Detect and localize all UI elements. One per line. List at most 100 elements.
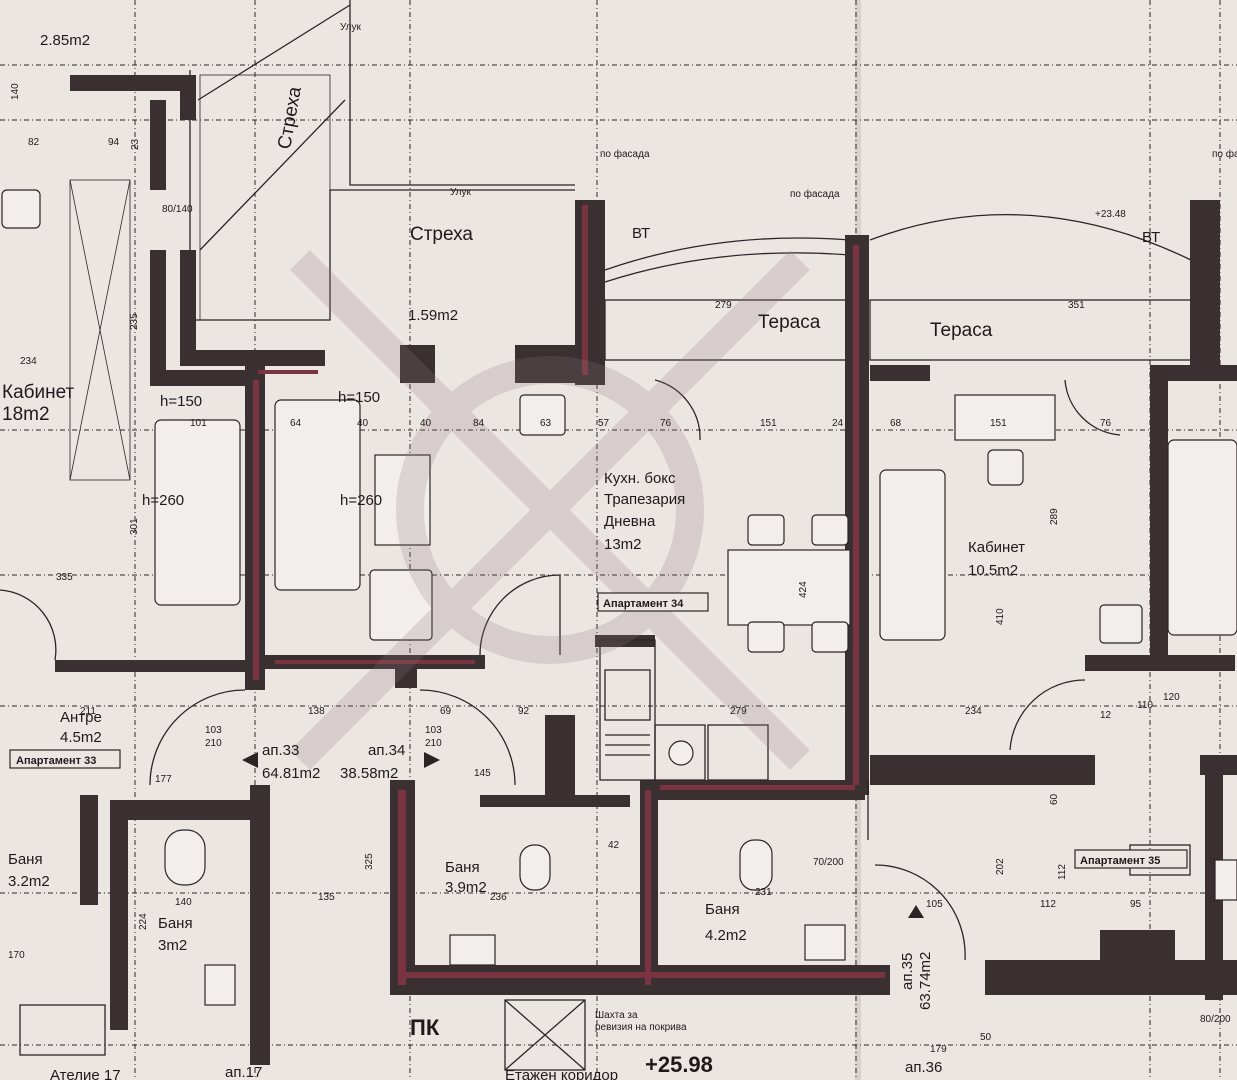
dim-text: 138	[308, 706, 325, 717]
dim-text: 210	[205, 738, 222, 749]
gutter-1: Улук	[340, 22, 362, 33]
arrow-up-icon	[908, 905, 924, 918]
dim-text: 42	[608, 840, 620, 851]
ap33-label: ап.33	[262, 742, 299, 759]
dim-text: 151	[760, 418, 777, 429]
kitchen-label-2: Трапезария	[604, 491, 685, 508]
chair	[811, 514, 849, 546]
to-facade-2: по фасада	[790, 188, 840, 200]
dim-text: 24	[832, 418, 844, 429]
bathroom-c-label: Баня	[445, 859, 480, 876]
shaft-note-1: Шахта за	[595, 1010, 638, 1021]
chair	[747, 621, 785, 653]
tag-ap33-text: Апартамент 33	[16, 755, 96, 767]
ap35-label: ап.35	[899, 953, 916, 990]
kabinet-left-area: 18m2	[2, 404, 50, 425]
ap36-label: ап.36	[905, 1059, 942, 1076]
kabinet-right-label: Кабинет	[968, 539, 1025, 556]
desk-chair	[519, 394, 566, 436]
dim-text: 92	[518, 706, 530, 717]
sofa-far-right	[1167, 439, 1237, 636]
ap35-area: 63.74m2	[917, 952, 934, 1010]
dim-text: 12	[1100, 710, 1112, 721]
dim-text: 84	[473, 418, 485, 429]
dim-text: 103	[425, 725, 442, 736]
h260-b: h=260	[340, 492, 382, 509]
dim-text: 112	[1040, 899, 1056, 910]
bt-left: ВТ	[632, 225, 650, 242]
dim-text: 110	[1137, 700, 1153, 711]
bathroom-a-label: Баня	[8, 851, 43, 868]
tag-ap35-text: Апартамент 35	[1080, 855, 1160, 867]
to-facade-3: по фасада	[1212, 148, 1237, 160]
dim-text: 351	[1068, 300, 1085, 311]
kitchen-label-1: Кухн. бокс	[604, 470, 676, 487]
dim-text: 140	[175, 897, 192, 908]
terrace-label-2: Тераса	[930, 320, 993, 341]
dim-text: 140	[10, 83, 21, 100]
desk	[954, 394, 1056, 441]
dim-text: 23	[130, 138, 141, 150]
ap34-area: 38.58m2	[340, 765, 398, 782]
dining-table	[727, 549, 851, 626]
dim-text: 80/200	[1200, 1014, 1231, 1025]
bt-right: ВТ	[1142, 229, 1160, 246]
toilet	[519, 844, 551, 891]
dim-text: 94	[108, 137, 120, 148]
dim-text: 177	[155, 774, 172, 785]
bathroom-d-area: 4.2m2	[705, 927, 747, 944]
dim-text: 120	[1163, 692, 1180, 703]
dim-text: 210	[425, 738, 442, 749]
kabinet-left-label: Кабинет	[2, 382, 75, 403]
dim-text: 57	[598, 418, 610, 429]
kitchen-area: 13m2	[604, 536, 642, 553]
chair	[811, 621, 849, 653]
kitchen-label-3: Дневна	[604, 513, 656, 530]
area-top-left: 2.85m2	[40, 32, 90, 49]
coffee-table	[374, 454, 431, 546]
dim-text: 82	[28, 137, 40, 148]
dim-text: 289	[1049, 508, 1060, 525]
dim-text: 70/200	[813, 857, 844, 868]
watermark	[290, 250, 810, 770]
bathroom-a-area: 3.2m2	[8, 873, 50, 890]
dim-text: 151	[990, 418, 1007, 429]
bathroom-b-label: Баня	[158, 915, 193, 932]
dim-text: 80/140	[162, 204, 193, 215]
tag-ap35: Апартамент 35	[1074, 849, 1188, 869]
ap33-area: 64.81m2	[262, 765, 320, 782]
dim-text: 135	[318, 892, 335, 903]
dim-text: 202	[995, 858, 1006, 875]
h260-a: h=260	[142, 492, 184, 509]
dim-text: 211	[80, 706, 96, 717]
cooktop	[668, 740, 694, 766]
to-facade-1: по фасада	[600, 148, 650, 160]
sofa-right	[879, 469, 946, 641]
chair	[1, 189, 41, 229]
roof-eaves	[69, 0, 575, 481]
dim-text: 105	[926, 899, 943, 910]
ap17-label: ап.17	[225, 1064, 262, 1080]
dim-text: 145	[474, 768, 491, 779]
chair	[747, 514, 785, 546]
furniture	[1, 189, 1237, 1006]
sofa-left	[154, 419, 241, 606]
armchair	[369, 569, 433, 641]
dim-text: 170	[8, 950, 25, 961]
partitions	[19, 639, 1191, 1071]
dim-text: 279	[715, 300, 732, 311]
dim-text: 69	[440, 706, 452, 717]
bathroom-b-area: 3m2	[158, 937, 187, 954]
office-chair	[987, 449, 1024, 486]
dim-text: 301	[129, 518, 140, 535]
dim-text: 179	[930, 1044, 947, 1055]
antre-label: Антре	[60, 709, 102, 726]
dim-text: 60	[1049, 793, 1060, 805]
sink	[449, 934, 496, 966]
toilet	[164, 829, 206, 886]
dim-text: 235	[129, 313, 140, 330]
dim-text: 424	[798, 581, 809, 598]
dim-text: 234	[965, 706, 982, 717]
terrace-label-1: Тераса	[758, 312, 821, 333]
strekha-label: Стреха	[410, 224, 473, 245]
